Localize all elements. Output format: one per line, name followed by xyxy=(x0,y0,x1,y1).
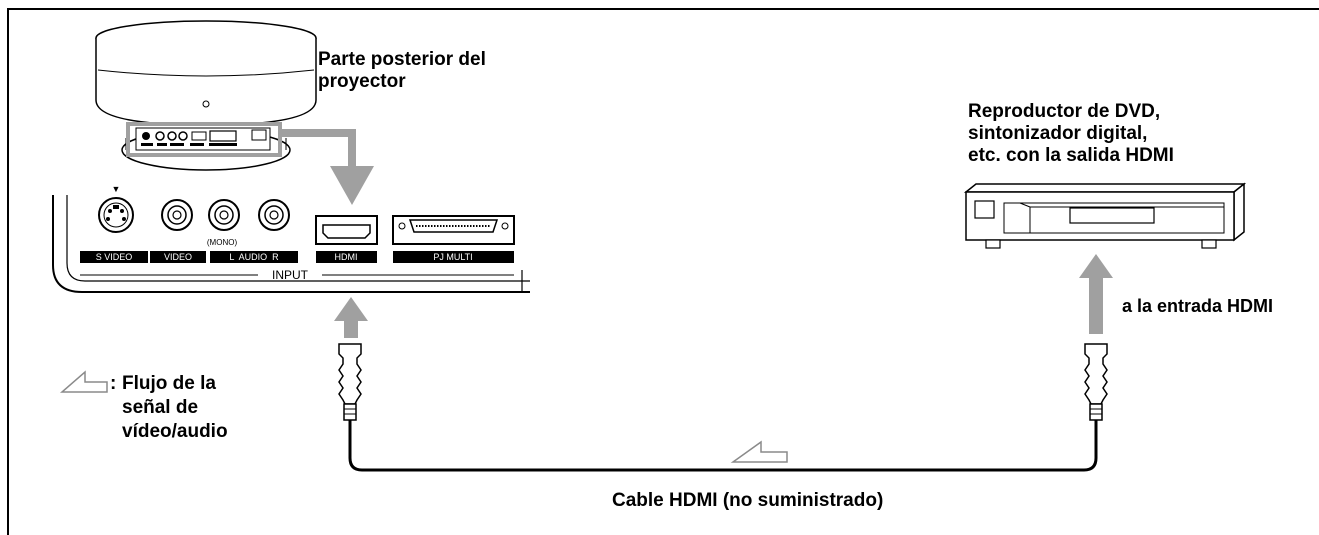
legend-label-line-1: Flujo de la xyxy=(122,373,216,394)
port-label-pj-multi: PJ MULTI xyxy=(433,252,472,262)
zoom-arrow-shaft xyxy=(280,129,356,168)
legend-colon: : xyxy=(110,373,117,394)
port-label-s-video: S VIDEO xyxy=(96,252,133,262)
projector-rear-label-line-2: proyector xyxy=(318,71,406,92)
port-label-audio: L AUDIO R xyxy=(229,252,279,262)
cable-plug-left xyxy=(338,343,362,421)
device-label-line-1: Reproductor de DVD, xyxy=(968,101,1161,122)
projector-rear-label: Parte posterior del proyector xyxy=(318,49,486,93)
input-group-label: INPUT xyxy=(272,268,309,282)
mono-label: (MONO) xyxy=(207,238,238,247)
projector-rear-view xyxy=(95,20,317,171)
input-panel: ▼ xyxy=(52,184,530,293)
port-label-video: VIDEO xyxy=(164,252,192,262)
arrow-to-projector-shaft xyxy=(344,320,358,338)
connector-highlight-box xyxy=(126,122,282,157)
cable-label: Cable HDMI (no suministrado) xyxy=(612,490,884,511)
arrow-to-device-shaft xyxy=(1089,276,1103,334)
cable-flow-arrow-icon xyxy=(730,440,788,463)
device-label-line-2: sintonizador digital, xyxy=(968,123,1148,144)
port-label-hdmi: HDMI xyxy=(335,252,358,262)
hdmi-input-label: a la entrada HDMI xyxy=(1122,296,1274,316)
device-label: Reproductor de DVD, sintonizador digital… xyxy=(968,101,1174,167)
svg-text:▼: ▼ xyxy=(112,184,121,194)
legend-label: Flujo de la señal de vídeo/audio xyxy=(122,373,228,443)
arrow-to-device-head xyxy=(1079,254,1113,278)
hdmi-cable-wire xyxy=(348,420,1098,472)
legend-label-line-2: señal de xyxy=(122,397,199,418)
arrow-to-projector-head xyxy=(334,297,368,321)
signal-flow-legend-icon xyxy=(59,370,108,393)
dvd-player-device xyxy=(963,182,1247,249)
projector-rear-label-line-1: Parte posterior del xyxy=(318,49,486,70)
legend-label-line-3: vídeo/audio xyxy=(122,421,228,442)
device-label-line-3: etc. con la salida HDMI xyxy=(968,145,1174,166)
zoom-arrow-head xyxy=(330,166,374,205)
cable-plug-right xyxy=(1084,343,1108,421)
